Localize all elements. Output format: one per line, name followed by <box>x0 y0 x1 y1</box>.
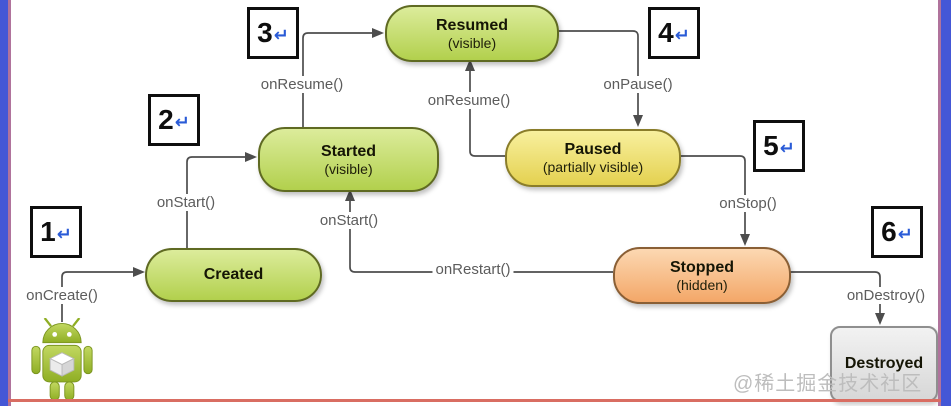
step-marker-2: 2 ↵ <box>148 94 200 146</box>
transition-label-onresume: onResume() <box>424 92 514 109</box>
arrow-onrestart-stopped-started <box>345 189 613 273</box>
android-robot-icon <box>31 318 93 401</box>
return-arrow-icon: ↵ <box>56 223 72 244</box>
arrow-onresume-paused-resumed <box>465 59 505 157</box>
state-title: Paused <box>564 141 622 158</box>
step-number: 3 <box>257 17 273 48</box>
arrow-onpause-resumed-paused <box>556 30 643 127</box>
state-subtitle: (visible) <box>447 34 497 51</box>
return-arrow-icon: ↵ <box>897 223 913 244</box>
transition-label-onrestart: onRestart() <box>432 261 514 278</box>
step-number: 2 <box>158 104 174 135</box>
state-title: Resumed <box>435 16 509 34</box>
step-number: 6 <box>881 216 897 247</box>
state-paused: Paused (partially visible) <box>505 129 681 187</box>
step-number: 5 <box>763 130 779 161</box>
transition-label-onstop: onStop() <box>716 195 780 212</box>
return-arrow-icon: ↵ <box>779 137 795 158</box>
state-subtitle: (hidden) <box>676 276 728 293</box>
state-resumed: Resumed (visible) <box>385 5 559 62</box>
right-border-inner-line <box>938 0 941 406</box>
state-subtitle: (partially visible) <box>542 159 644 176</box>
state-created: Created <box>145 248 322 302</box>
step-number: 4 <box>658 17 674 48</box>
state-subtitle: (visible) <box>324 160 373 177</box>
return-arrow-icon: ↵ <box>674 24 690 45</box>
arrow-oncreate <box>61 267 145 322</box>
transition-label-oncreate: onCreate() <box>23 287 101 304</box>
watermark: @稀土掘金技术社区 <box>733 373 923 395</box>
state-destroyed: Destroyed <box>830 326 938 402</box>
step-marker-1: 1 ↵ <box>30 206 82 258</box>
return-arrow-icon: ↵ <box>273 24 289 45</box>
left-border-inner-line <box>8 0 11 406</box>
state-title: Destroyed <box>844 355 924 373</box>
arrow-onstop-paused-stopped <box>677 155 750 246</box>
state-started: Started (visible) <box>258 127 439 192</box>
step-number: 1 <box>40 216 56 247</box>
state-stopped: Stopped (hidden) <box>613 247 791 304</box>
arrow-onstart-created-started <box>186 152 257 248</box>
transition-label-onresume: onResume() <box>257 76 347 93</box>
transition-label-onstart: onStart() <box>153 194 219 211</box>
return-arrow-icon: ↵ <box>174 111 190 132</box>
step-marker-3: 3 ↵ <box>247 7 299 59</box>
step-marker-6: 6 ↵ <box>871 206 923 258</box>
bottom-border-line <box>8 399 941 402</box>
right-border <box>941 0 951 406</box>
arrow-onresume-started-resumed <box>302 28 384 127</box>
state-title: Stopped <box>670 258 734 276</box>
transition-label-ondestroy: onDestroy() <box>843 287 929 304</box>
left-border <box>0 0 8 406</box>
step-marker-5: 5 ↵ <box>753 120 805 172</box>
arrow-ondestroy-stopped-destroyed <box>787 271 885 325</box>
state-title: Started <box>320 142 377 160</box>
step-marker-4: 4 ↵ <box>648 7 700 59</box>
state-title: Created <box>203 266 264 284</box>
transition-label-onstart: onStart() <box>316 212 382 229</box>
transition-label-onpause: onPause() <box>600 76 676 93</box>
